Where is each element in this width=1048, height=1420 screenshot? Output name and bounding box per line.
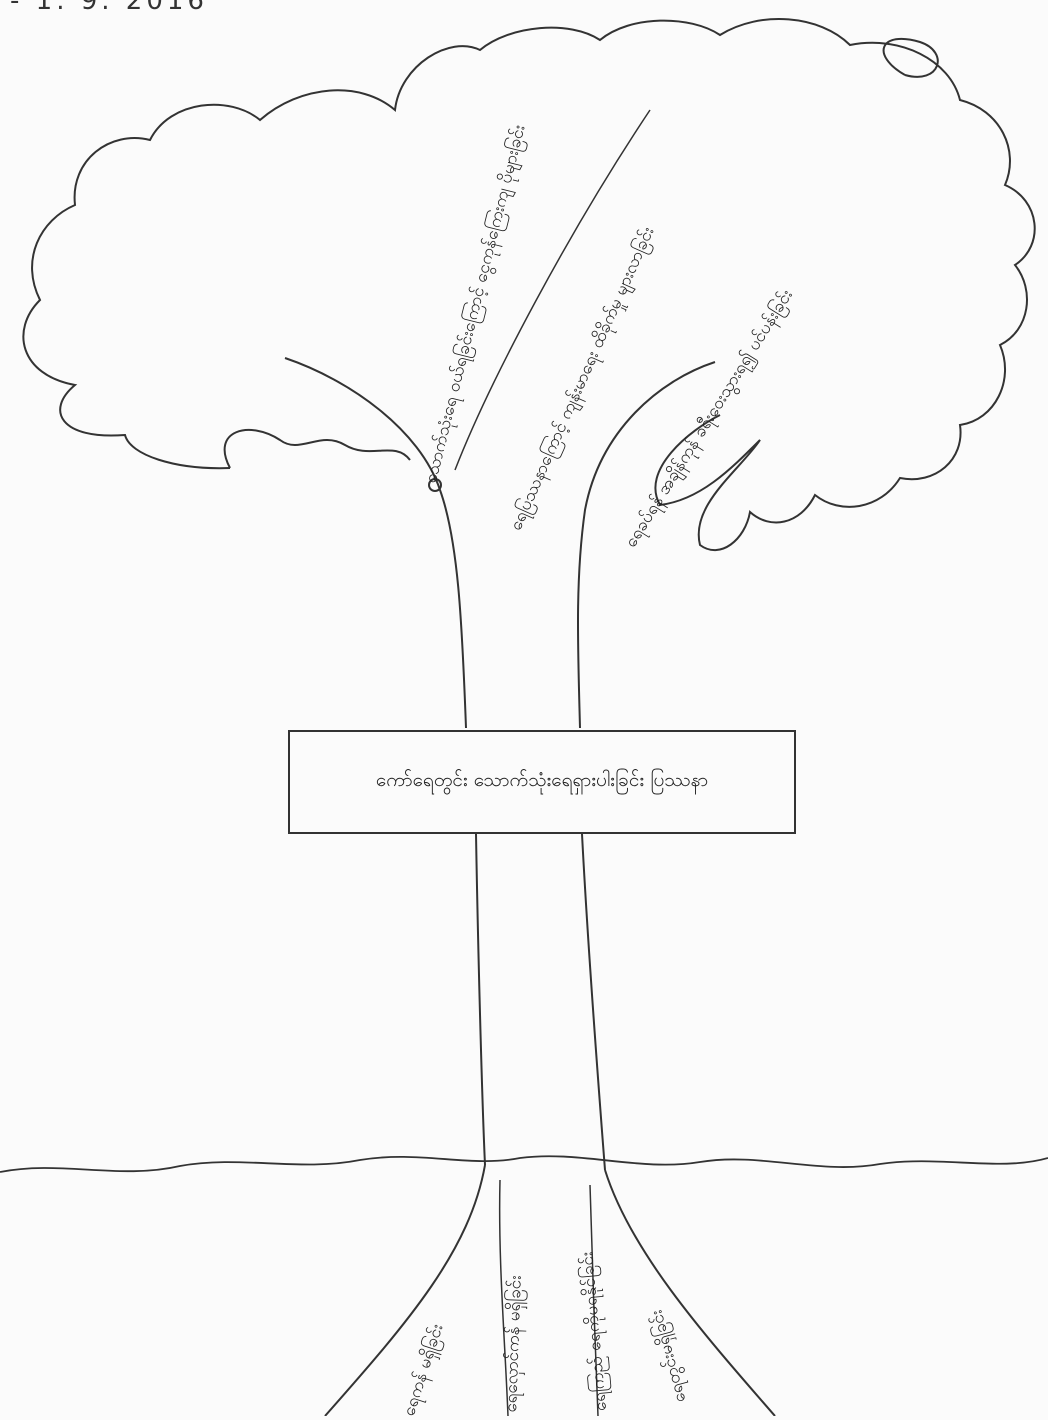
root-outer-right <box>605 1170 775 1416</box>
date-label: - 1. 9. 2016 <box>10 0 208 16</box>
trunk-left-lower <box>476 834 485 1165</box>
trunk-right-line <box>578 362 715 728</box>
ground-line <box>0 1156 1048 1172</box>
central-issue-box: ကော်ရေတွင်း သောက်သုံးရေရှားပါးခြင်း ပြဿန… <box>288 730 796 834</box>
central-issue-text: ကော်ရေတွင်း သောက်သုံးရေရှားပါးခြင်း ပြဿန… <box>376 768 708 796</box>
root-label-2: ရေလှောင်ကန် မရှိခြင်း <box>500 1275 530 1413</box>
trunk-right-lower <box>582 834 605 1170</box>
root-outer-left <box>325 1165 485 1416</box>
canopy-inner-scribble <box>225 430 410 468</box>
